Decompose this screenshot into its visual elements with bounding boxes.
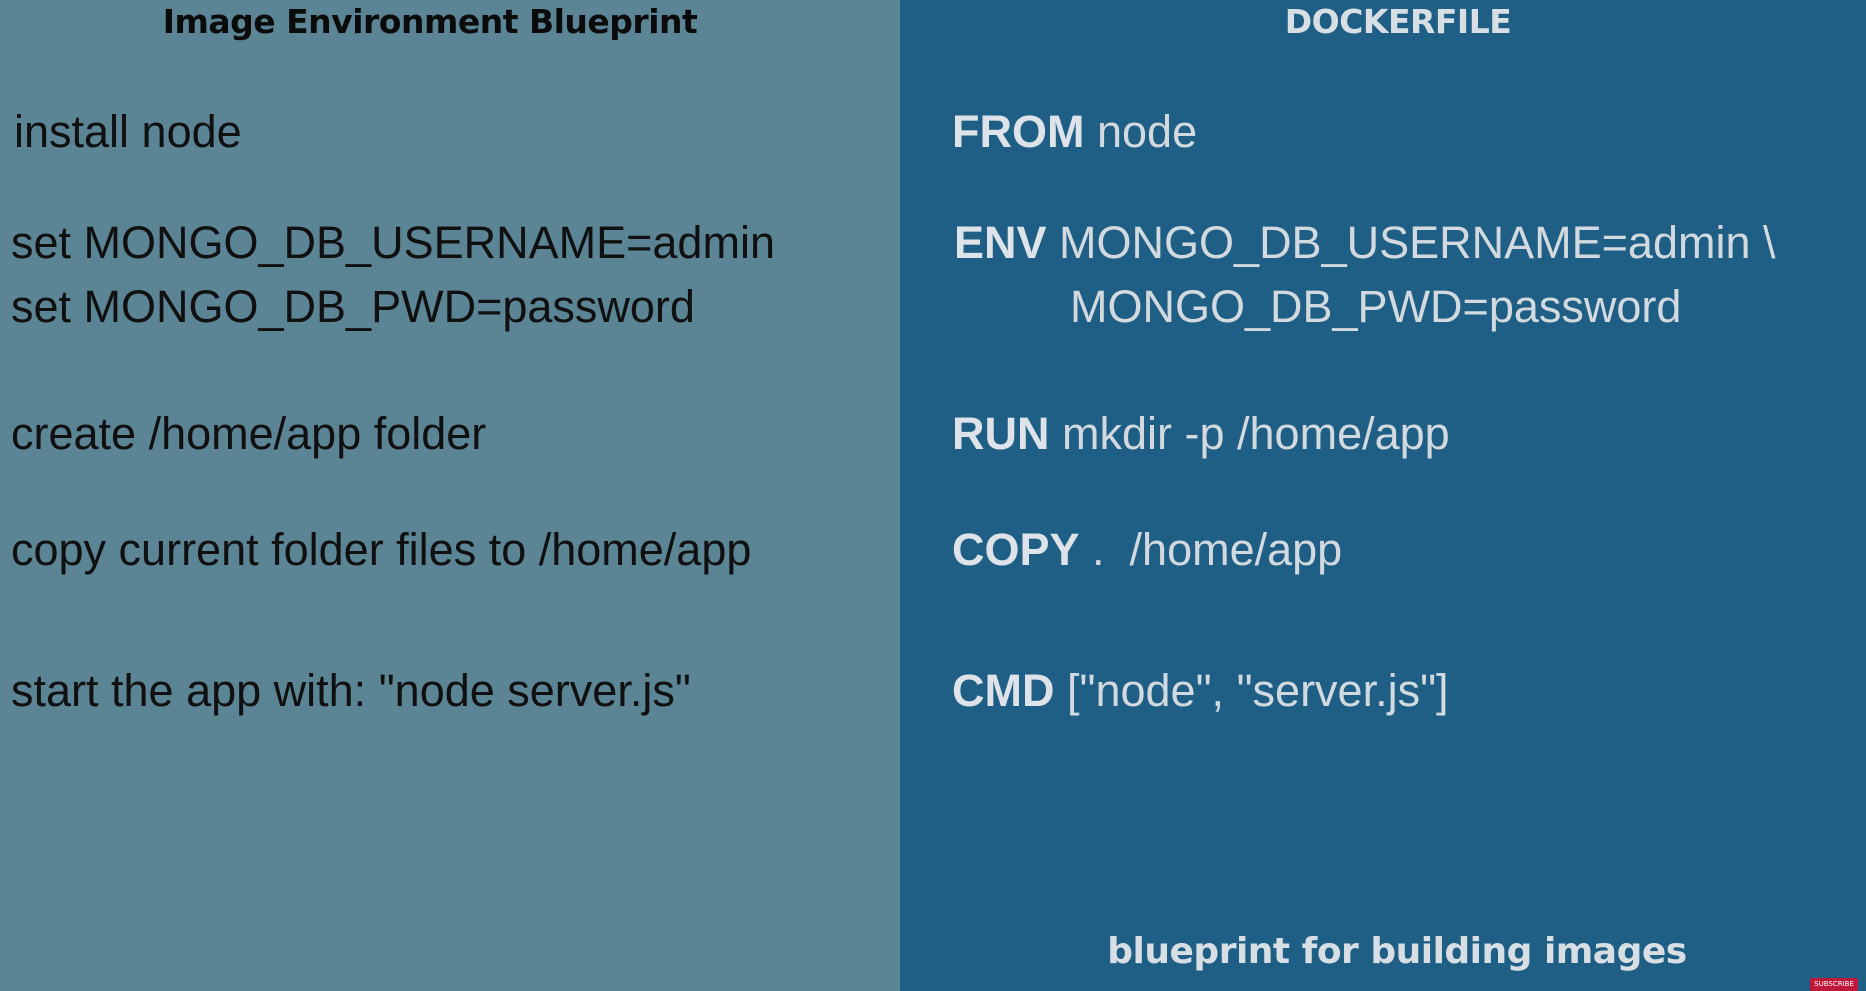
dockerfile-caption: blueprint for building images xyxy=(900,924,1866,980)
instruction-copy: COPY . /home/app xyxy=(952,522,1342,578)
args-env: MONGO_DB_USERNAME=admin \ xyxy=(1059,217,1776,268)
dockerfile-title: DOCKERFILE xyxy=(1284,2,1512,41)
blueprint-title: Image Environment Blueprint xyxy=(162,2,698,41)
keyword-cmd: CMD xyxy=(952,665,1055,716)
instruction-run: RUN mkdir -p /home/app xyxy=(952,406,1450,462)
step-set-username: set MONGO_DB_USERNAME=admin xyxy=(11,217,775,268)
args-cmd: ["node", "server.js"] xyxy=(1067,665,1449,716)
instruction-cmd: CMD ["node", "server.js"] xyxy=(952,663,1449,719)
step-set-password: set MONGO_DB_PWD=password xyxy=(11,281,695,332)
args-from: node xyxy=(1097,106,1198,157)
keyword-copy: COPY xyxy=(952,524,1080,575)
instruction-env-continuation: MONGO_DB_PWD=password xyxy=(1070,279,1681,335)
dockerfile-caption-text: blueprint for building images xyxy=(1107,931,1687,972)
keyword-from: FROM xyxy=(952,106,1085,157)
keyword-env: ENV xyxy=(954,217,1047,268)
args-env-continuation: MONGO_DB_PWD=password xyxy=(1070,281,1682,332)
step-start-app: start the app with: "node server.js" xyxy=(11,665,691,716)
args-run: mkdir -p /home/app xyxy=(1062,408,1450,459)
dockerfile-panel xyxy=(900,0,1866,991)
step-copy-files: copy current folder files to /home/app xyxy=(11,524,752,575)
step-create-folder: create /home/app folder xyxy=(11,408,487,459)
subscribe-button[interactable]: SUBSCRIBE xyxy=(1810,978,1858,991)
blueprint-panel xyxy=(0,0,900,991)
instruction-from: FROM node xyxy=(952,104,1197,160)
instruction-env: ENV MONGO_DB_USERNAME=admin \ xyxy=(954,215,1776,271)
step-install-node: install node xyxy=(14,106,242,157)
args-copy: . /home/app xyxy=(1092,524,1343,575)
keyword-run: RUN xyxy=(952,408,1050,459)
